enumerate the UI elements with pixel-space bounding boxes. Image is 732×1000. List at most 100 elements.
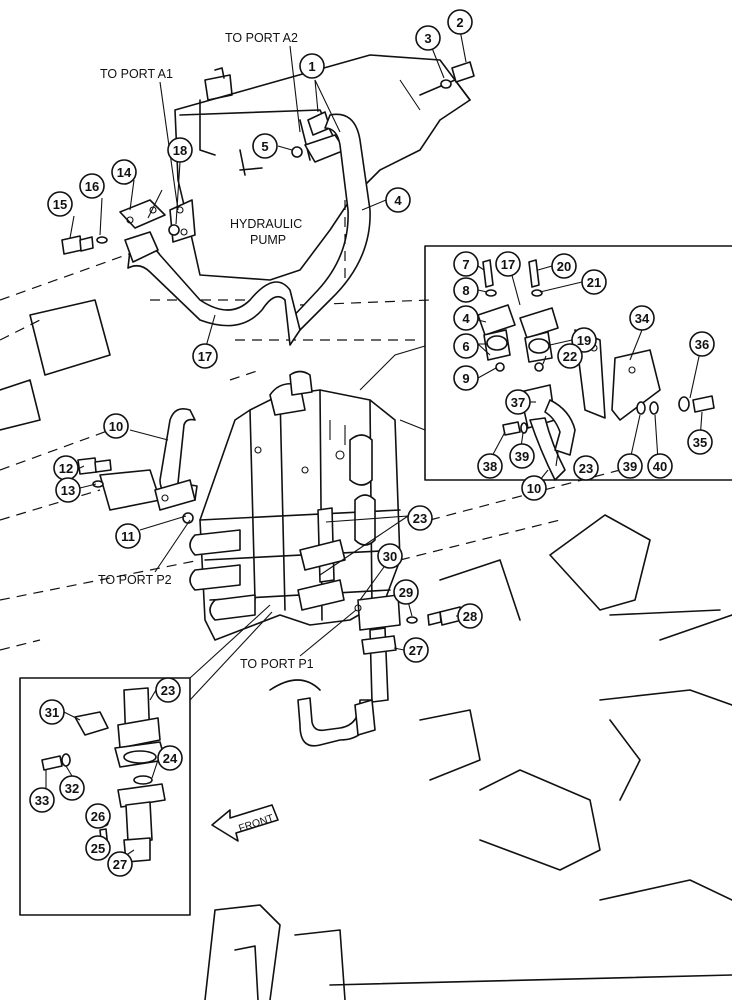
svg-text:24: 24 bbox=[163, 751, 178, 766]
svg-text:38: 38 bbox=[483, 459, 497, 474]
callout-6: 6 bbox=[453, 333, 479, 359]
pipe-10 bbox=[154, 407, 198, 524]
callout-32: 32 bbox=[59, 775, 85, 801]
svg-text:5: 5 bbox=[261, 139, 268, 154]
svg-text:19: 19 bbox=[577, 333, 591, 348]
callout-28: 28 bbox=[457, 603, 483, 629]
svg-text:25: 25 bbox=[91, 841, 105, 856]
callout-1: 1 bbox=[299, 53, 325, 79]
callout-23-inset: 23 bbox=[573, 455, 599, 481]
callout-35: 35 bbox=[687, 429, 713, 455]
callout-16: 16 bbox=[79, 173, 105, 199]
label-port-a2: TO PORT A2 bbox=[225, 31, 298, 45]
label-pump-line2: PUMP bbox=[250, 233, 286, 247]
callout-36: 36 bbox=[689, 331, 715, 357]
svg-text:10: 10 bbox=[527, 481, 541, 496]
callout-22: 22 bbox=[557, 343, 583, 369]
svg-text:16: 16 bbox=[85, 179, 99, 194]
callout-12: 12 bbox=[53, 455, 79, 481]
svg-text:22: 22 bbox=[563, 349, 577, 364]
callout-39: 39 bbox=[509, 443, 535, 469]
inset-lower-left bbox=[19, 604, 273, 916]
callout-37: 37 bbox=[505, 389, 531, 415]
svg-text:17: 17 bbox=[501, 257, 515, 272]
label-port-p1: TO PORT P1 bbox=[240, 657, 314, 671]
svg-text:35: 35 bbox=[693, 435, 707, 450]
svg-text:27: 27 bbox=[409, 643, 423, 658]
svg-text:2: 2 bbox=[456, 15, 463, 30]
callout-23: 23 bbox=[407, 505, 433, 531]
callout-18: 18 bbox=[167, 137, 193, 163]
callout-5: 5 bbox=[252, 133, 278, 159]
hydraulic-pump bbox=[174, 54, 471, 281]
svg-text:23: 23 bbox=[579, 461, 593, 476]
callout-31: 31 bbox=[39, 699, 65, 725]
callouts: 1 2 3 4 5 14 18 16 15 17 10 12 13 11 23 … bbox=[29, 9, 715, 877]
svg-text:39: 39 bbox=[515, 449, 529, 464]
label-port-a1: TO PORT A1 bbox=[100, 67, 173, 81]
label-pump-line1: HYDRAULIC bbox=[230, 217, 302, 231]
svg-text:12: 12 bbox=[59, 461, 73, 476]
callout-34: 34 bbox=[629, 305, 655, 331]
callout-30: 30 bbox=[377, 543, 403, 569]
svg-text:34: 34 bbox=[635, 311, 650, 326]
callout-10: 10 bbox=[103, 413, 129, 439]
svg-text:33: 33 bbox=[35, 793, 49, 808]
callout-33: 33 bbox=[29, 787, 55, 813]
pipe-27 bbox=[297, 594, 401, 747]
callout-20: 20 bbox=[551, 253, 577, 279]
callout-3: 3 bbox=[415, 25, 441, 51]
valve-hardware bbox=[61, 61, 475, 626]
callout-40: 40 bbox=[647, 453, 673, 479]
svg-text:37: 37 bbox=[511, 395, 525, 410]
callout-14: 14 bbox=[111, 159, 137, 185]
svg-text:29: 29 bbox=[399, 585, 413, 600]
callout-17: 17 bbox=[192, 343, 218, 369]
svg-text:18: 18 bbox=[173, 143, 187, 158]
svg-text:30: 30 bbox=[383, 549, 397, 564]
callout-39-right: 39 bbox=[617, 453, 643, 479]
machine-frame bbox=[0, 249, 732, 1000]
svg-text:21: 21 bbox=[587, 275, 601, 290]
callout-38: 38 bbox=[477, 453, 503, 479]
callout-19: 19 bbox=[571, 327, 597, 353]
callout-17-inset: 17 bbox=[495, 251, 521, 277]
svg-text:20: 20 bbox=[557, 259, 571, 274]
callout-11: 11 bbox=[115, 523, 141, 549]
pipe-23 bbox=[297, 507, 346, 611]
svg-text:14: 14 bbox=[117, 165, 132, 180]
svg-text:27: 27 bbox=[113, 857, 127, 872]
svg-text:6: 6 bbox=[462, 339, 469, 354]
svg-text:23: 23 bbox=[161, 683, 175, 698]
callout-10-inset: 10 bbox=[521, 475, 547, 501]
svg-text:32: 32 bbox=[65, 781, 79, 796]
svg-text:40: 40 bbox=[653, 459, 667, 474]
label-port-p2: TO PORT P2 bbox=[98, 573, 172, 587]
svg-text:10: 10 bbox=[109, 419, 123, 434]
svg-text:1: 1 bbox=[308, 59, 315, 74]
inset-upper-right bbox=[359, 245, 732, 481]
callout-23-lower: 23 bbox=[155, 677, 181, 703]
callout-27: 27 bbox=[403, 637, 429, 663]
callout-4: 4 bbox=[385, 187, 411, 213]
callout-24: 24 bbox=[157, 745, 183, 771]
svg-text:4: 4 bbox=[394, 193, 402, 208]
svg-text:11: 11 bbox=[121, 529, 135, 544]
callout-15: 15 bbox=[47, 191, 73, 217]
svg-text:9: 9 bbox=[462, 371, 469, 386]
svg-text:4: 4 bbox=[462, 311, 470, 326]
svg-text:17: 17 bbox=[198, 349, 212, 364]
callout-26: 26 bbox=[85, 803, 111, 829]
svg-text:13: 13 bbox=[61, 483, 75, 498]
callout-7: 7 bbox=[453, 251, 479, 277]
svg-text:28: 28 bbox=[463, 609, 477, 624]
front-arrow: FRONT bbox=[211, 804, 279, 842]
callout-27-lower: 27 bbox=[107, 851, 133, 877]
svg-text:15: 15 bbox=[53, 197, 67, 212]
svg-text:36: 36 bbox=[695, 337, 709, 352]
callout-29: 29 bbox=[393, 579, 419, 605]
port-a2-flange bbox=[304, 111, 346, 163]
callout-21: 21 bbox=[581, 269, 607, 295]
